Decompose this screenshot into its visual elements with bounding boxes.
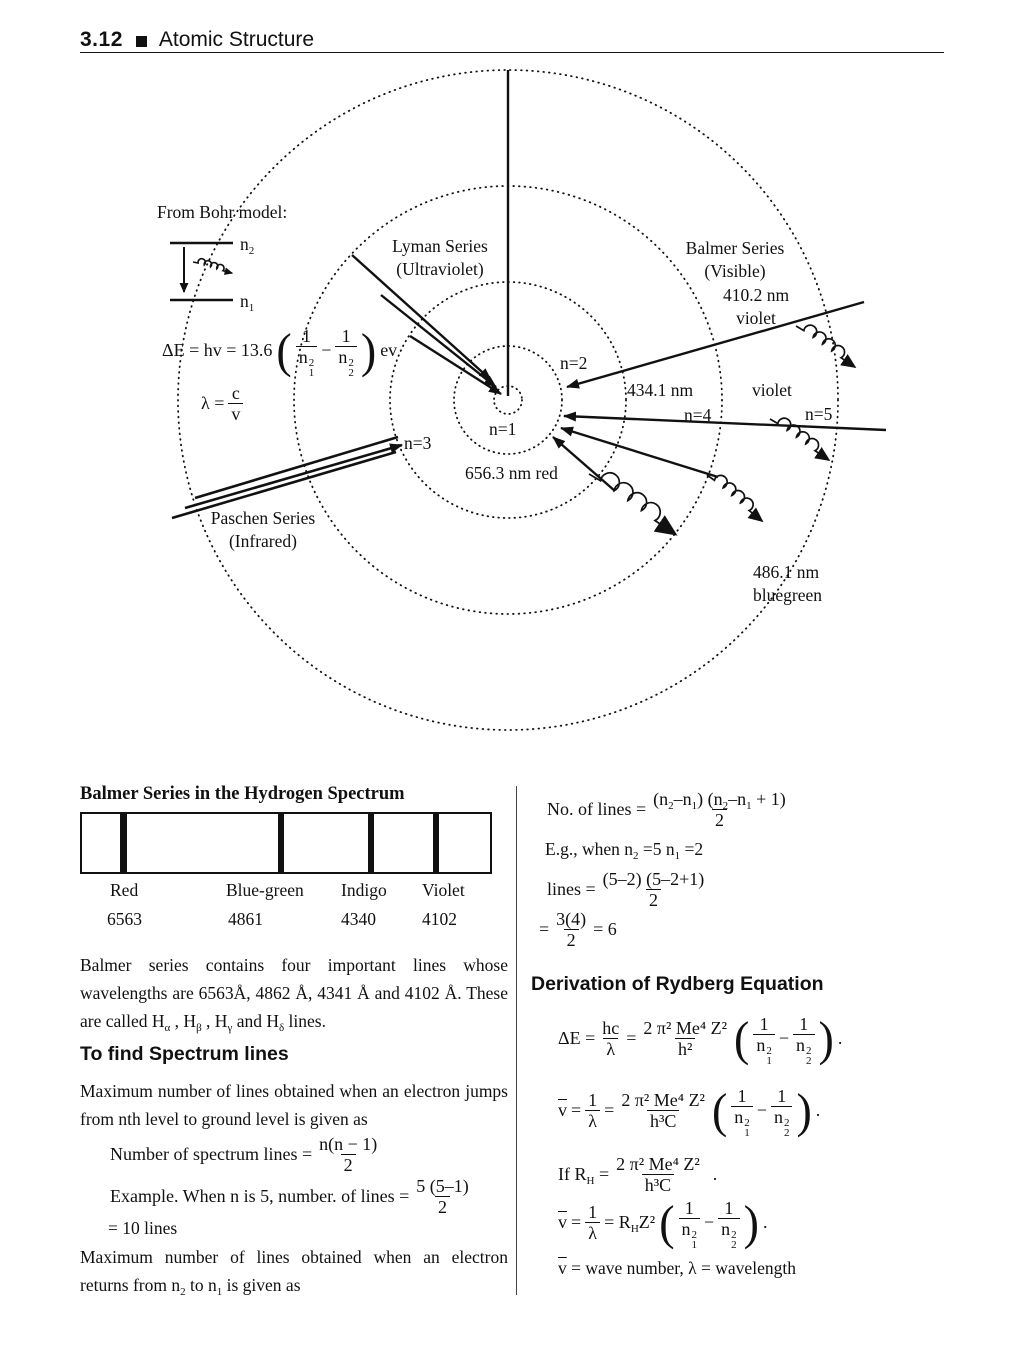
equation-lines: lines = (5–2) (5–2+1)2 bbox=[547, 869, 705, 911]
paschen-transition-line bbox=[194, 435, 399, 500]
label-balmer-series: Balmer Series(Visible) bbox=[685, 238, 785, 281]
lyman-transition-line bbox=[351, 254, 492, 381]
spectrum-band-line-bluegreen bbox=[277, 814, 284, 872]
page-title: Atomic Structure bbox=[158, 28, 315, 51]
label-434nm: 434.1 nm bbox=[627, 380, 694, 400]
balmer-transition-486nm bbox=[560, 426, 719, 479]
spectrum-section-heading: Balmer Series in the Hydrogen Spectrum bbox=[80, 784, 405, 804]
equation-six: = 3(4)2 = 6 bbox=[539, 909, 617, 951]
inset-level-n1-label: n1 bbox=[240, 291, 255, 314]
page-header: 3.12 Atomic Structure bbox=[80, 28, 314, 52]
label-434nm-color: violet bbox=[752, 380, 792, 400]
balmer-transition-656nm bbox=[552, 436, 616, 492]
spectrum-band-line-violet bbox=[432, 814, 439, 872]
spectrum-band-line-red bbox=[119, 814, 127, 872]
bohr-inset-title: From Bohr model: bbox=[157, 202, 288, 222]
balmer-paragraph: Balmer series contains four important li… bbox=[80, 955, 508, 1034]
photon-squiggle-icon bbox=[193, 258, 234, 275]
section-marker-icon bbox=[135, 35, 147, 47]
page-number: 3.12 bbox=[80, 28, 123, 51]
ring-label-n3: n=3 bbox=[404, 433, 432, 453]
ring-label-n1: n=1 bbox=[489, 419, 517, 439]
electron-return-paragraph: Maximum number of lines obtained when an… bbox=[80, 1247, 508, 1298]
band-name: Red bbox=[110, 880, 139, 900]
photon-squiggle-icon bbox=[699, 469, 764, 521]
lyman-transition-line bbox=[409, 334, 502, 396]
band-wavelength: 4340 bbox=[341, 909, 376, 929]
band-wavelength: 4861 bbox=[228, 909, 263, 929]
paschen-transition-line bbox=[184, 443, 403, 510]
lyman-transition-line bbox=[380, 294, 497, 388]
bohr-model-diagram bbox=[170, 69, 887, 731]
label-paschen-series: Paschen Series(Infrared) bbox=[210, 508, 316, 551]
band-name: Blue-green bbox=[226, 880, 304, 900]
balmer-transition-410nm bbox=[566, 300, 865, 389]
band-name: Indigo bbox=[341, 880, 387, 900]
wavenumber-note: v = wave number, λ = wavelength bbox=[558, 1258, 796, 1278]
ring-label-n4: n=4 bbox=[684, 405, 712, 425]
header-rule bbox=[80, 52, 944, 53]
max-lines-paragraph: Maximum number of lines obtained when an… bbox=[80, 1081, 508, 1129]
equation-spectrum-lines: Number of spectrum lines = n(n − 1)2 bbox=[110, 1134, 378, 1176]
ring-label-n2: n=2 bbox=[560, 353, 588, 373]
orbit-ring-n5 bbox=[177, 69, 839, 731]
balmer-transition-434nm bbox=[563, 411, 887, 432]
inset-level-n2-label: n2 bbox=[240, 234, 255, 257]
paschen-transition-line bbox=[171, 450, 397, 520]
photon-squiggle-icon bbox=[580, 465, 678, 534]
photon-squiggle-icon bbox=[764, 413, 831, 460]
equation-example: Example. When n is 5, number. of lines =… bbox=[110, 1176, 469, 1218]
band-wavelength: 4102 bbox=[422, 909, 457, 929]
photon-squiggle-icon bbox=[790, 320, 857, 367]
spectrum-band-line-indigo bbox=[367, 814, 374, 872]
example-condition: E.g., when n2 =5 n1 =2 bbox=[545, 839, 704, 862]
label-lyman-series: Lyman Series(Ultraviolet) bbox=[392, 236, 488, 279]
equation-no-of-lines: No. of lines = (n2–n1) (n2–n1 + 1) 2 bbox=[547, 789, 786, 831]
band-name: Violet bbox=[422, 880, 465, 900]
column-divider bbox=[516, 786, 517, 1295]
label-656nm-red: 656.3 nm red bbox=[465, 463, 558, 483]
band-wavelength: 6563 bbox=[107, 909, 142, 929]
find-spectrum-heading: To find Spectrum lines bbox=[80, 1043, 289, 1065]
equation-result: = 10 lines bbox=[108, 1218, 178, 1238]
rydberg-heading: Derivation of Rydberg Equation bbox=[531, 973, 824, 995]
spectrum-box bbox=[80, 812, 492, 874]
ring-label-n5: n=5 bbox=[805, 404, 833, 424]
